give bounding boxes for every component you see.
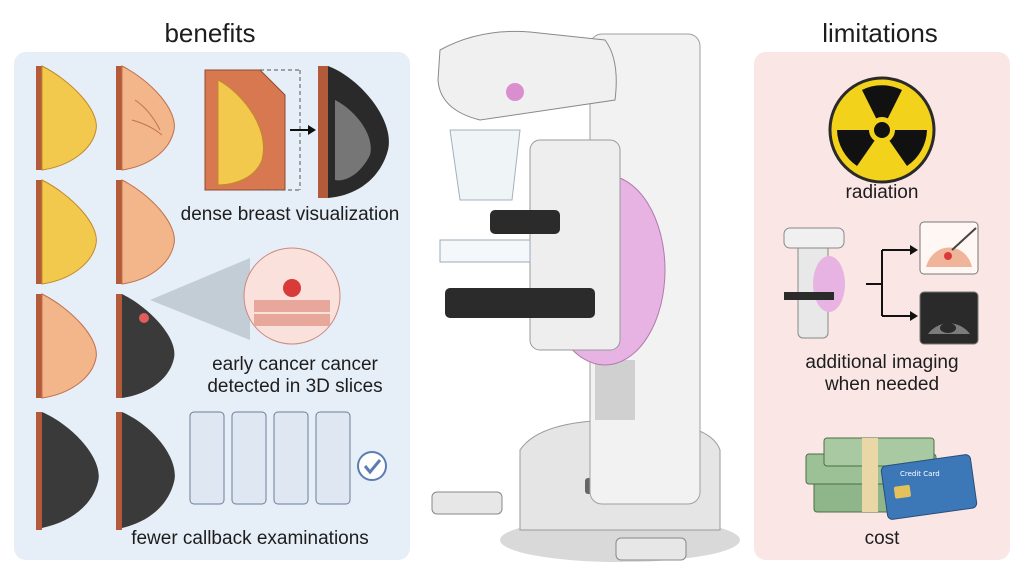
breast-fatty-icon <box>36 65 97 171</box>
breast-illustrations <box>36 65 389 530</box>
benefits-heading: benefits <box>164 18 256 48</box>
additional-imaging-caption-line1: additional imaging <box>805 352 959 373</box>
small-mammography-machine-icon <box>783 227 845 339</box>
foot-pedal-right <box>615 537 687 561</box>
breast-glandular-icon <box>116 65 175 171</box>
checkmark-icon <box>357 451 387 481</box>
credit-card-icon <box>880 454 978 520</box>
branch-arrows-icon <box>866 245 918 321</box>
mammogram-dense-image <box>318 66 389 198</box>
limitations-heading: limitations <box>822 18 938 48</box>
early-cancer-caption-line1: early cancer cancer <box>212 354 378 375</box>
mammography-machine <box>431 30 740 562</box>
foot-pedal-left <box>431 491 503 515</box>
breast-glandular-icon-3 <box>36 293 97 399</box>
cost-caption: cost <box>864 528 900 549</box>
tomosynthesis-slices <box>189 411 351 505</box>
radiation-icon <box>828 76 936 184</box>
ultrasound-image-icon <box>919 291 979 345</box>
early-cancer-caption-line2: detected in 3D slices <box>207 376 383 397</box>
limitations-illustrations: Credit Card <box>783 76 979 520</box>
dense-tissue-block <box>204 69 286 191</box>
mammogram-lesion-image <box>116 294 175 398</box>
tissue-slices-lesion <box>243 247 341 345</box>
breast-fatty-icon-2 <box>36 179 97 285</box>
breast-mixed-icon <box>116 179 175 285</box>
dense-breast-caption: dense breast visualization <box>180 204 400 225</box>
mammogram-dark-image-2 <box>116 412 175 530</box>
mammogram-dark-image-1 <box>36 412 99 530</box>
radiation-caption: radiation <box>845 182 919 203</box>
additional-imaging-caption-line2: when needed <box>824 374 940 395</box>
fewer-callback-caption: fewer callback examinations <box>131 528 369 549</box>
credit-card-label: Credit Card <box>900 470 940 478</box>
biopsy-image-icon <box>919 221 979 275</box>
arrow-right-icon <box>290 125 316 135</box>
